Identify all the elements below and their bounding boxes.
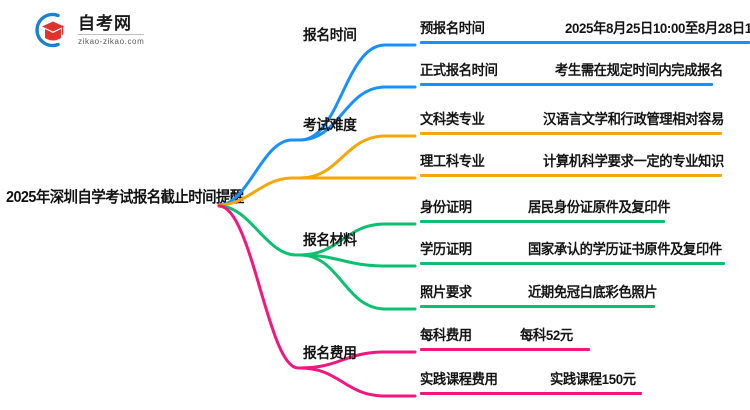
sub-key: 学历证明 [420,241,472,257]
logo-subtitle: zikao-zikao.com [78,36,145,46]
sub-key: 实践课程费用 [420,371,498,387]
sub-row-underline [420,132,722,135]
sub-key: 每科费用 [420,327,472,343]
mindmap-center-topic: 2025年深圳自学考试报名截止时间提醒 [6,189,244,206]
sub-value: 2025年8月25日10:00至8月28日12:00 [565,20,750,36]
sub-key: 理工科专业 [420,153,485,169]
sub-row-underline [420,41,750,44]
sub-value: 近期免冠白底彩色照片 [528,284,658,300]
sub-key: 照片要求 [420,284,472,300]
sub-value: 居民身份证原件及复印件 [528,199,671,215]
branch-label-4[interactable]: 报名费用 [303,346,357,362]
sub-value: 计算机科学要求一定的专业知识 [543,153,724,169]
sub-value: 实践课程150元 [550,371,636,387]
sub-row-underline [420,305,655,308]
branch-label-2[interactable]: 考试难度 [303,118,357,134]
sub-row-1-1[interactable]: 预报名时间 2025年8月25日10:00至8月28日12:00 [420,10,750,44]
sub-row-3-3[interactable]: 照片要求 近期免冠白底彩色照片 [420,274,658,308]
logo-title: 自考网 [78,15,145,35]
zikao-logo-icon [28,10,72,50]
sub-row-4-2[interactable]: 实践课程费用 实践课程150元 [420,361,642,395]
sub-row-underline [420,262,725,265]
sub-key: 正式报名时间 [420,62,498,78]
sub-value: 国家承认的学历证书原件及复印件 [528,241,722,257]
sub-row-underline [420,174,722,177]
sub-row-1-2[interactable]: 正式报名时间 考生需在规定时间内完成报名 [420,52,723,86]
logo-text: 自考网 zikao-zikao.com [78,15,145,46]
connector-branch-3 [217,204,417,311]
sub-value: 每科52元 [520,327,573,343]
sub-row-underline [420,83,713,86]
sub-row-4-1[interactable]: 每科费用 每科52元 [420,317,590,351]
sub-row-3-2[interactable]: 学历证明 国家承认的学历证书原件及复印件 [420,231,725,265]
sub-row-underline [420,220,665,223]
site-logo: 自考网 zikao-zikao.com [28,8,208,52]
sub-row-3-1[interactable]: 身份证明 居民身份证原件及复印件 [420,189,671,223]
branch-label-3[interactable]: 报名材料 [303,233,357,249]
sub-row-2-1[interactable]: 文科类专业 汉语言文学和行政管理相对容易 [420,101,724,135]
sub-value: 汉语言文学和行政管理相对容易 [543,111,724,127]
connector-branch-2 [217,134,417,207]
sub-row-2-2[interactable]: 理工科专业 计算机科学要求一定的专业知识 [420,143,724,177]
sub-row-underline [420,348,590,351]
sub-key: 文科类专业 [420,111,485,127]
sub-row-underline [420,392,642,395]
sub-value: 考生需在规定时间内完成报名 [555,62,723,78]
sub-key: 身份证明 [420,199,472,215]
branch-label-1[interactable]: 报名时间 [303,28,357,44]
sub-key: 预报名时间 [420,20,485,36]
